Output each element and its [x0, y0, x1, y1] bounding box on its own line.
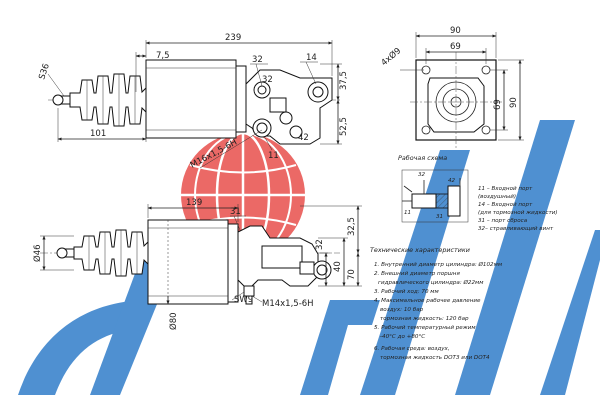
air-cylinder-top [145, 59, 237, 139]
spec-line-9: -40°С до +80°С [380, 334, 425, 340]
spec-line-5: 4. Максимальное рабочее давление [374, 298, 481, 304]
scheme-title: Рабочая схема [398, 154, 447, 162]
spec-line-2: 2. Внешний диаметр поршня [374, 271, 460, 277]
legend-line-5: 31 – порт сброса [478, 218, 528, 224]
bottom-view: 139 31 Ø46 Ø80 SW9 M14x1,5-6H 32,5 40 32… [32, 198, 362, 330]
dim-139: 139 [186, 198, 202, 208]
scheme-port-32: 32 [418, 172, 426, 178]
dim-d46: Ø46 [32, 244, 43, 262]
callout-32: 32 [252, 55, 263, 65]
bellows-bottom [73, 229, 149, 277]
callout-42: 42 [298, 133, 309, 143]
dim-40: 40 [333, 261, 343, 272]
working-scheme: Рабочая схема 32 42 11 31 [398, 154, 469, 223]
dim-37-5: 37,5 [339, 71, 349, 90]
legend-line-3: 14 – Входной порт [478, 202, 533, 208]
dim-70: 70 [347, 269, 357, 280]
spec-line-11: тормозная жидкость DOT3 или DOT4 [380, 355, 490, 361]
scheme-legend: 11 – Входной порт (воздушный) 14 – Входн… [478, 186, 558, 232]
spec-line-7: тормозная жидкость: 120 бар [380, 316, 469, 322]
dim-101: 101 [90, 129, 106, 139]
bellows-top [69, 73, 147, 127]
spec-line-1: 1. Внутренний диаметр цилиндра: Ø102мм [374, 261, 503, 268]
scheme-port-31: 31 [436, 214, 443, 220]
callout-32-small: 32 [262, 75, 273, 85]
air-cylinder-bottom [147, 219, 229, 305]
legend-line-4: (для тормозной жидкости) [478, 210, 558, 216]
spec-line-3: гидравлического цилиндра: Ø22мм [378, 279, 484, 286]
spec-line-4: 3. Рабочий ход: 70 мм [374, 289, 440, 295]
dim-m14-thread: M14x1,5-6H [262, 299, 314, 309]
legend-line-6: 32– стравливающий винт [478, 226, 554, 232]
legend-line-1: 11 – Входной порт [478, 186, 533, 192]
dim-32: 32 [315, 239, 325, 250]
spec-line-6: воздух: 10 бар [380, 307, 424, 313]
dim-s36: S36 [37, 62, 52, 81]
dim-32-5: 32,5 [347, 217, 357, 236]
specs-block: Технические характеристики 1. Внутренний… [370, 246, 503, 361]
legend-line-2: (воздушный) [478, 194, 516, 200]
end-view: 90 69 69 90 4xØ9 [379, 26, 524, 148]
callout-31: 31 [230, 207, 241, 217]
dim-90-side: 90 [509, 97, 519, 108]
dim-52-5: 52,5 [339, 117, 349, 136]
scheme-port-11: 11 [404, 210, 411, 216]
dim-7-5: 7,5 [156, 51, 170, 61]
spec-line-8: 5. Рабочий температурный режим [374, 325, 476, 331]
scheme-port-42: 42 [448, 178, 456, 184]
dim-69-top: 69 [450, 42, 461, 52]
dim-4-holes: 4xØ9 [379, 45, 403, 68]
specs-title: Технические характеристики [370, 246, 470, 254]
dim-90-top: 90 [450, 26, 461, 36]
top-view: 239 7,5 101 S36 M16x1,5-6H 37,5 52,5 32 … [37, 33, 349, 171]
spec-line-10: 6. Рабочая среда: воздух, [374, 346, 450, 352]
dim-69-side: 69 [493, 99, 503, 110]
callout-14: 14 [306, 53, 317, 63]
callout-11: 11 [268, 151, 279, 161]
dim-239: 239 [225, 33, 241, 43]
dim-d80: Ø80 [168, 312, 179, 330]
dim-sw9: SW9 [234, 295, 253, 305]
